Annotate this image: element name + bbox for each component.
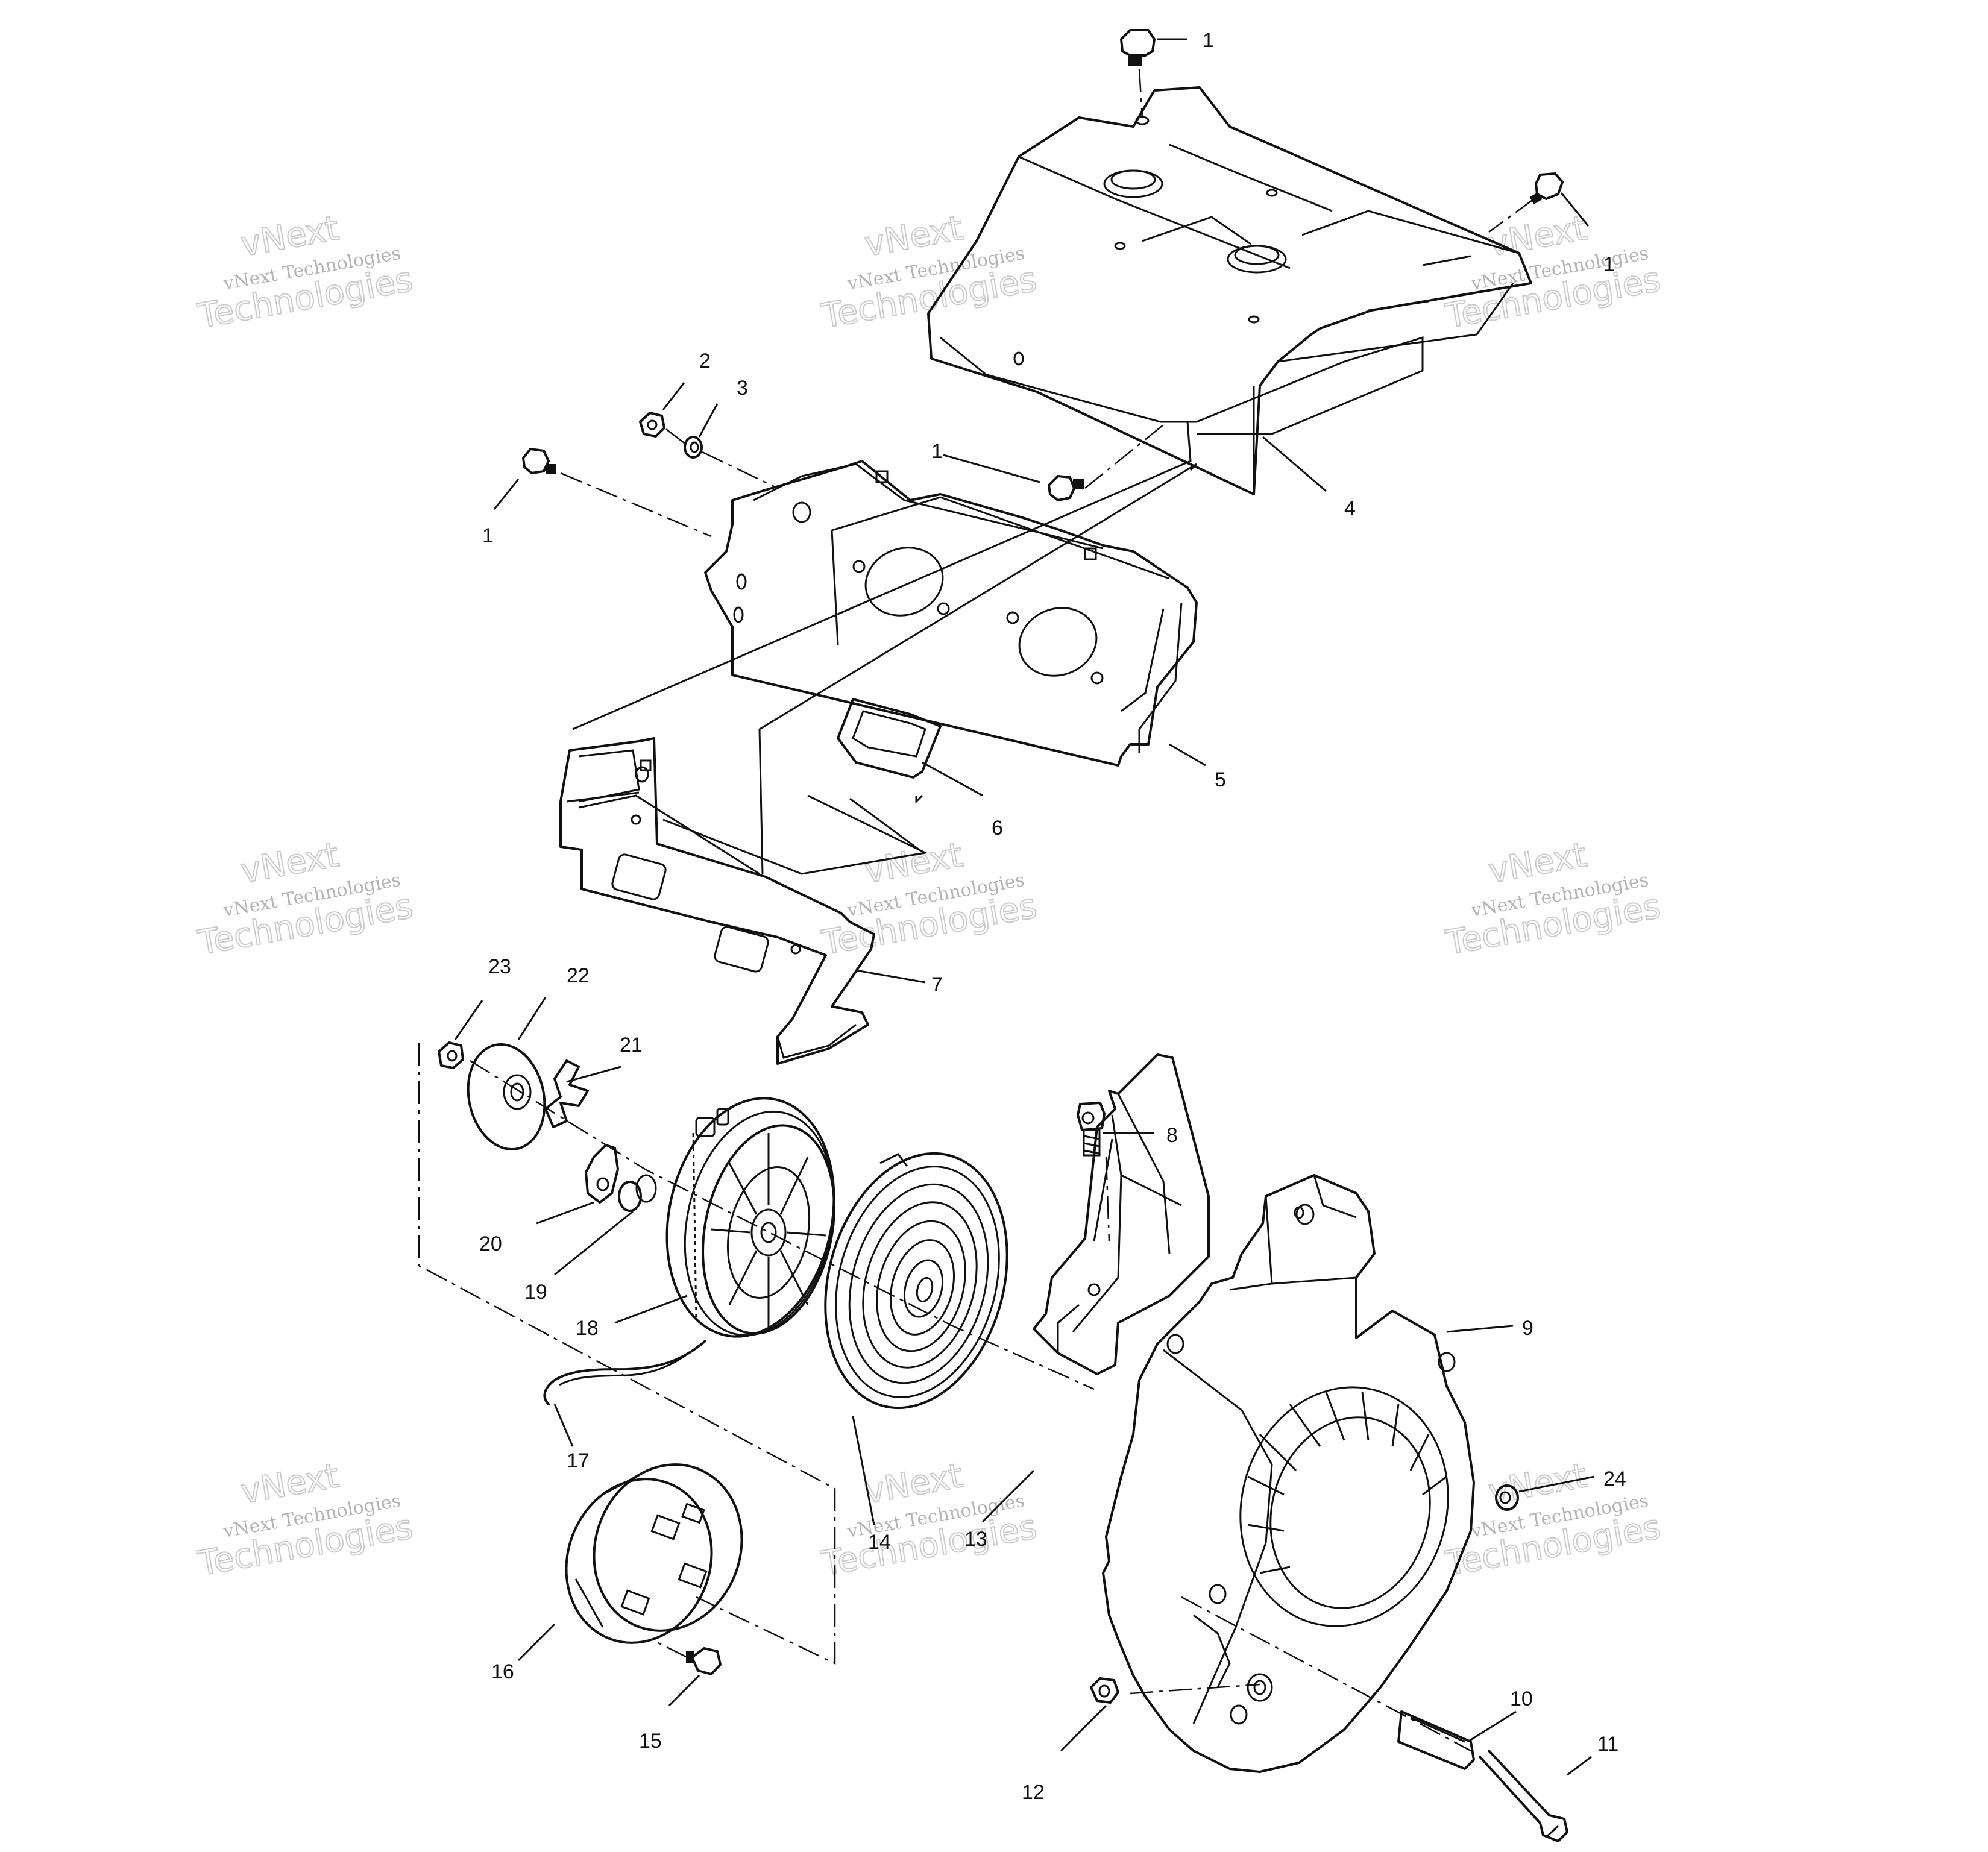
phantom-lines xyxy=(572,336,1424,875)
part-22-pulley-plate xyxy=(467,1043,546,1151)
callout-5: 5 xyxy=(1215,768,1226,791)
callout-16: 16 xyxy=(491,1660,514,1683)
centerlines xyxy=(418,69,1535,1752)
callout-22: 22 xyxy=(567,964,590,987)
watermark: vNext vNext Technologies Technologies xyxy=(194,208,417,337)
bolt-15 xyxy=(686,1647,722,1675)
watermark: vNext vNext Technologies Technologies xyxy=(818,1455,1040,1584)
callout-2: 2 xyxy=(699,350,711,372)
callout-4: 4 xyxy=(1344,497,1356,520)
bolt-1-left xyxy=(522,448,556,474)
callout-8: 8 xyxy=(1166,1124,1178,1147)
callout-labels: 1 1 1 1 2 3 4 5 6 7 8 9 10 11 12 13 14 1… xyxy=(479,29,1626,1804)
watermark: vNext vNext Technologies Technologies xyxy=(194,835,417,964)
part-21-clip xyxy=(544,1059,589,1128)
callout-9: 9 xyxy=(1522,1317,1533,1340)
callout-23: 23 xyxy=(488,955,511,978)
part-5-middle-shroud xyxy=(704,460,1198,767)
callout-14: 14 xyxy=(868,1531,891,1554)
bolt-1-right xyxy=(1529,172,1564,205)
callout-13: 13 xyxy=(964,1528,987,1551)
bolt-1-middle xyxy=(1048,475,1084,501)
nut-24 xyxy=(1495,1484,1519,1511)
bolt-8 xyxy=(1077,1102,1106,1157)
part-16-ratchet-cup xyxy=(565,1463,743,1644)
watermark: vNext vNext Technologies Technologies xyxy=(1442,1455,1664,1584)
bolt-11 xyxy=(1479,1750,1568,1842)
callout-10: 10 xyxy=(1510,1687,1533,1710)
part-4-top-cover xyxy=(927,86,1532,495)
bolt-1-top xyxy=(1120,29,1156,66)
part-14-recoil-spring xyxy=(824,1152,1008,1410)
callout-1-top: 1 xyxy=(1203,29,1214,52)
nut-12 xyxy=(1090,1677,1119,1704)
callout-1-right: 1 xyxy=(1603,253,1615,276)
watermark: vNext vNext Technologies Technologies xyxy=(818,835,1040,964)
callout-19: 19 xyxy=(524,1281,547,1304)
part-20-pawl xyxy=(585,1144,619,1204)
callout-7: 7 xyxy=(931,973,943,996)
callout-11: 11 xyxy=(1597,1733,1618,1756)
part-6-gasket xyxy=(837,698,942,779)
leader-lines xyxy=(454,38,1595,1776)
nut-23 xyxy=(438,1041,464,1069)
part-7-lower-bracket xyxy=(559,737,875,1065)
washer-3 xyxy=(684,436,703,459)
part-13-housing-bracket xyxy=(1033,1053,1210,1375)
callout-17: 17 xyxy=(567,1449,590,1472)
callout-1-middle: 1 xyxy=(931,440,943,463)
callout-15: 15 xyxy=(639,1730,662,1753)
callout-21: 21 xyxy=(620,1034,643,1056)
callout-20: 20 xyxy=(479,1232,502,1255)
part-18-recoil-pulley xyxy=(665,1097,835,1338)
callout-6: 6 xyxy=(992,817,1003,840)
fasteners xyxy=(438,29,1568,1842)
watermark-group: vNext vNext Technologies Technologies vN… xyxy=(194,208,1664,1584)
callout-24: 24 xyxy=(1603,1467,1626,1490)
nut-2 xyxy=(639,412,665,438)
part-10-bracket xyxy=(1397,1710,1475,1770)
watermark: vNext vNext Technologies Technologies xyxy=(194,1455,417,1584)
watermark: vNext vNext Technologies Technologies xyxy=(1442,208,1664,337)
watermark: vNext vNext Technologies Technologies xyxy=(818,208,1040,337)
callout-3: 3 xyxy=(737,377,748,400)
part-17-rope xyxy=(543,1340,706,1405)
part-9-fan-housing xyxy=(1102,1174,1475,1773)
callout-1-left: 1 xyxy=(482,524,494,547)
callout-12: 12 xyxy=(1022,1781,1045,1804)
part-19-bushing xyxy=(618,1174,657,1212)
watermark: vNext vNext Technologies Technologies xyxy=(1442,835,1664,964)
callout-18: 18 xyxy=(576,1317,599,1340)
